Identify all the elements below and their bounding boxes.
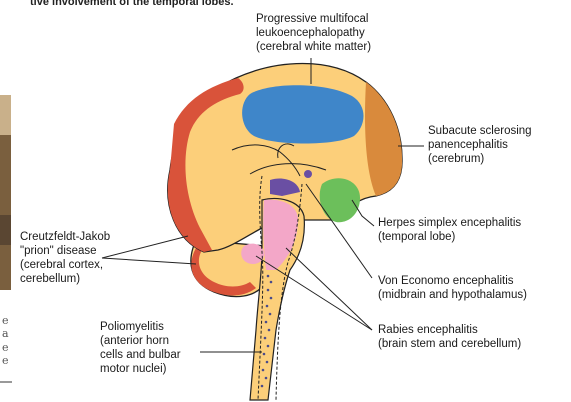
label-cjd: Creutzfeldt-Jakob "prion" disease (cereb…: [20, 231, 110, 285]
cerebellum-pink: [241, 244, 264, 264]
top-cut-caption: tive involvement of the temporal lobes.: [30, 0, 234, 8]
label-hse: Herpes simplex encephalitis (temporal lo…: [378, 217, 521, 243]
label-polio: Poliomyelitis (anterior horn cells and b…: [100, 321, 181, 375]
svg-text:(anterior horn: (anterior horn: [100, 335, 169, 347]
svg-text:(midbrain and hypothalamus): (midbrain and hypothalamus): [378, 289, 527, 301]
svg-text:(brain stem and cerebellum): (brain stem and cerebellum): [378, 338, 521, 350]
svg-text:Rabies encephalitis: Rabies encephalitis: [378, 324, 478, 336]
label-pml: Progressive multifocal leukoencephalopat…: [256, 13, 371, 53]
left-text-fragment: e: [2, 314, 9, 327]
svg-text:motor nuclei): motor nuclei): [100, 363, 167, 375]
svg-text:"prion" disease: "prion" disease: [20, 245, 97, 257]
svg-text:(cerebral white matter): (cerebral white matter): [256, 41, 371, 53]
leader-line-cjd-1: [102, 258, 196, 264]
svg-text:panencephalitis: panencephalitis: [428, 139, 508, 151]
hypothalamus-purple: [304, 170, 312, 178]
svg-text:Poliomyelitis: Poliomyelitis: [100, 321, 164, 333]
label-sspe: Subacute sclerosing panencephalitis (cer…: [428, 125, 532, 165]
svg-text:Progressive multifocal: Progressive multifocal: [256, 13, 368, 25]
left-text-fragment: a: [2, 327, 9, 340]
label-von-economo: Von Economo encephalitis (midbrain and h…: [378, 275, 527, 301]
svg-text:(cerebrum): (cerebrum): [428, 153, 484, 165]
svg-text:Herpes simplex encephalitis: Herpes simplex encephalitis: [378, 217, 521, 229]
label-rabies: Rabies encephalitis (brain stem and cere…: [378, 324, 521, 350]
leader-line-cjd-2: [102, 236, 188, 258]
left-text-fragment: e: [2, 341, 9, 354]
svg-text:(cerebral cortex,: (cerebral cortex,: [20, 259, 103, 271]
svg-text:leukoencephalopathy: leukoencephalopathy: [256, 27, 365, 39]
left-photo-fragment: [0, 95, 11, 290]
left-text-fragment: e: [2, 354, 9, 367]
svg-text:cells and bulbar: cells and bulbar: [100, 349, 181, 361]
svg-text:Creutzfeldt-Jakob: Creutzfeldt-Jakob: [20, 231, 110, 243]
svg-text:Von Economo encephalitis: Von Economo encephalitis: [378, 275, 514, 287]
left-rule: [0, 381, 12, 383]
svg-text:cerebellum): cerebellum): [20, 273, 80, 285]
white-matter-blue: [242, 85, 363, 143]
svg-text:(temporal lobe): (temporal lobe): [378, 231, 456, 243]
svg-text:Subacute sclerosing: Subacute sclerosing: [428, 125, 532, 137]
